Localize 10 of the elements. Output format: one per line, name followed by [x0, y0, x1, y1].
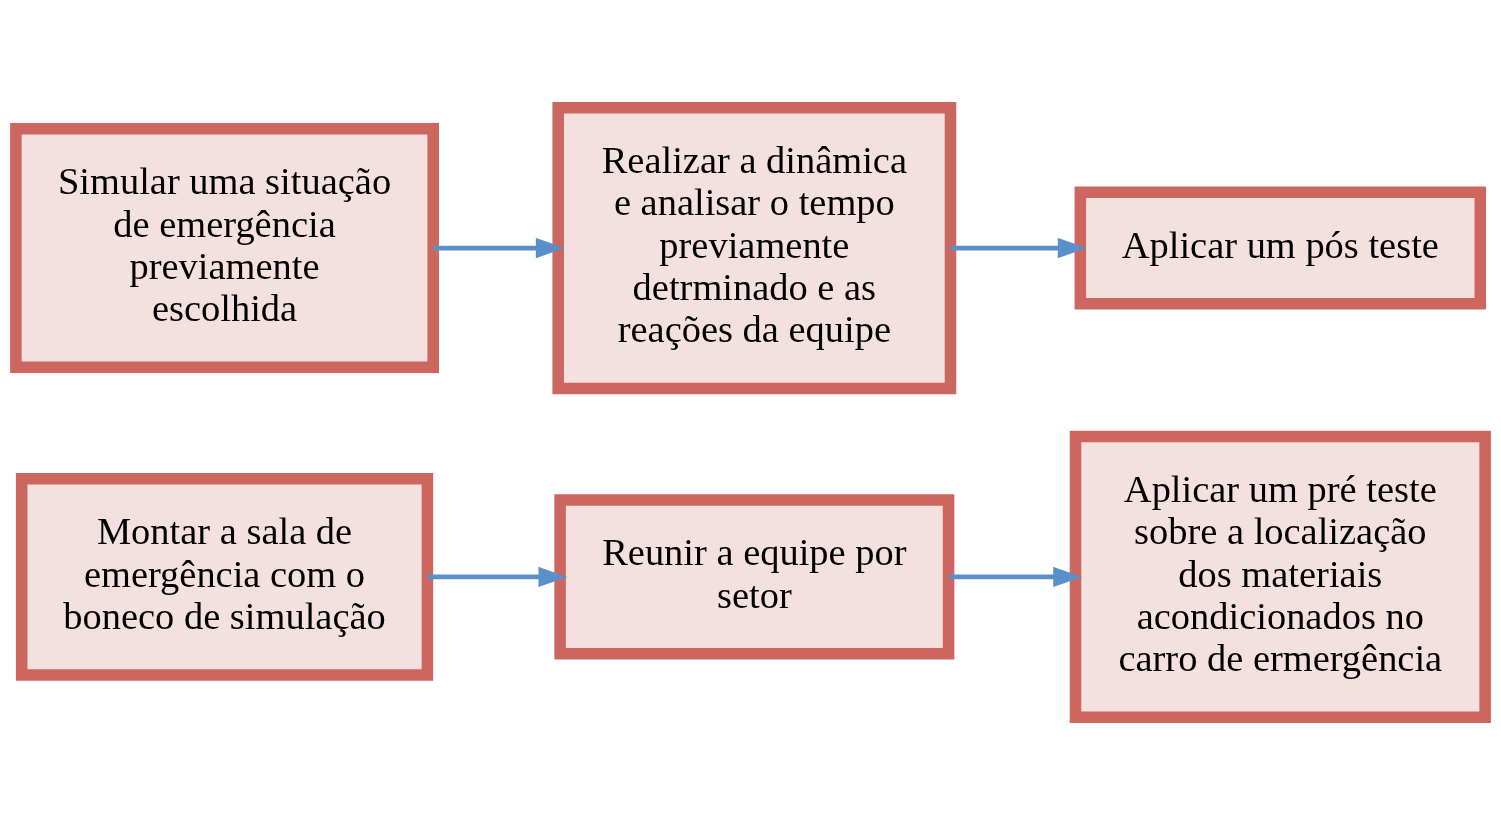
node-box: Montar a sala de emergência com o boneco de simulação: [15, 473, 434, 681]
arrow: [427, 566, 568, 588]
arrow: [950, 237, 1087, 259]
node-box: Realizar a dinâmica e analisar o tempo previamente detrminado e as reações da equipe: [552, 101, 957, 395]
node-box: Aplicar um pré teste sobre a localização dos materiais acondicionados no carro de ermergência: [1069, 430, 1491, 724]
arrow: [433, 237, 565, 259]
node-box: Simular uma situação de emergência previamente escolhida: [10, 123, 439, 374]
node-box: Reunir a equipe por setor: [554, 494, 955, 660]
arrow: [949, 566, 1083, 588]
node-box: Aplicar um pós teste: [1074, 186, 1487, 310]
